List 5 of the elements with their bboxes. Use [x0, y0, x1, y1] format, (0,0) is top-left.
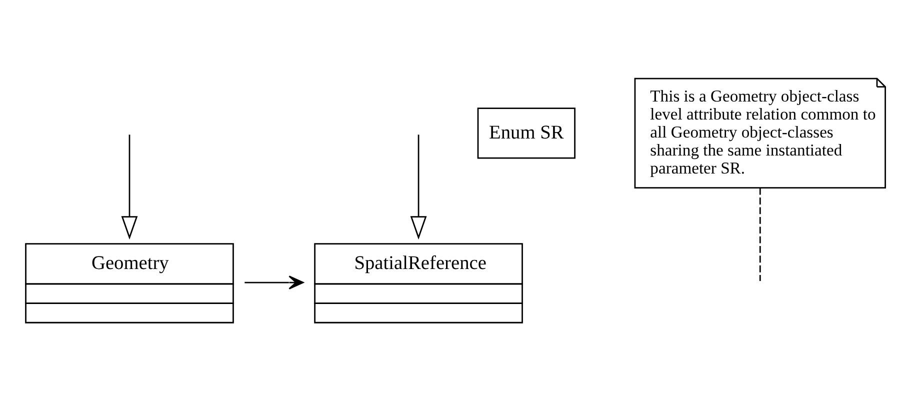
node-box: Enum SR: [477, 107, 576, 158]
arrow: [244, 275, 304, 289]
connector: [759, 187, 761, 280]
arrow: [410, 134, 427, 240]
arrow: [121, 134, 138, 240]
